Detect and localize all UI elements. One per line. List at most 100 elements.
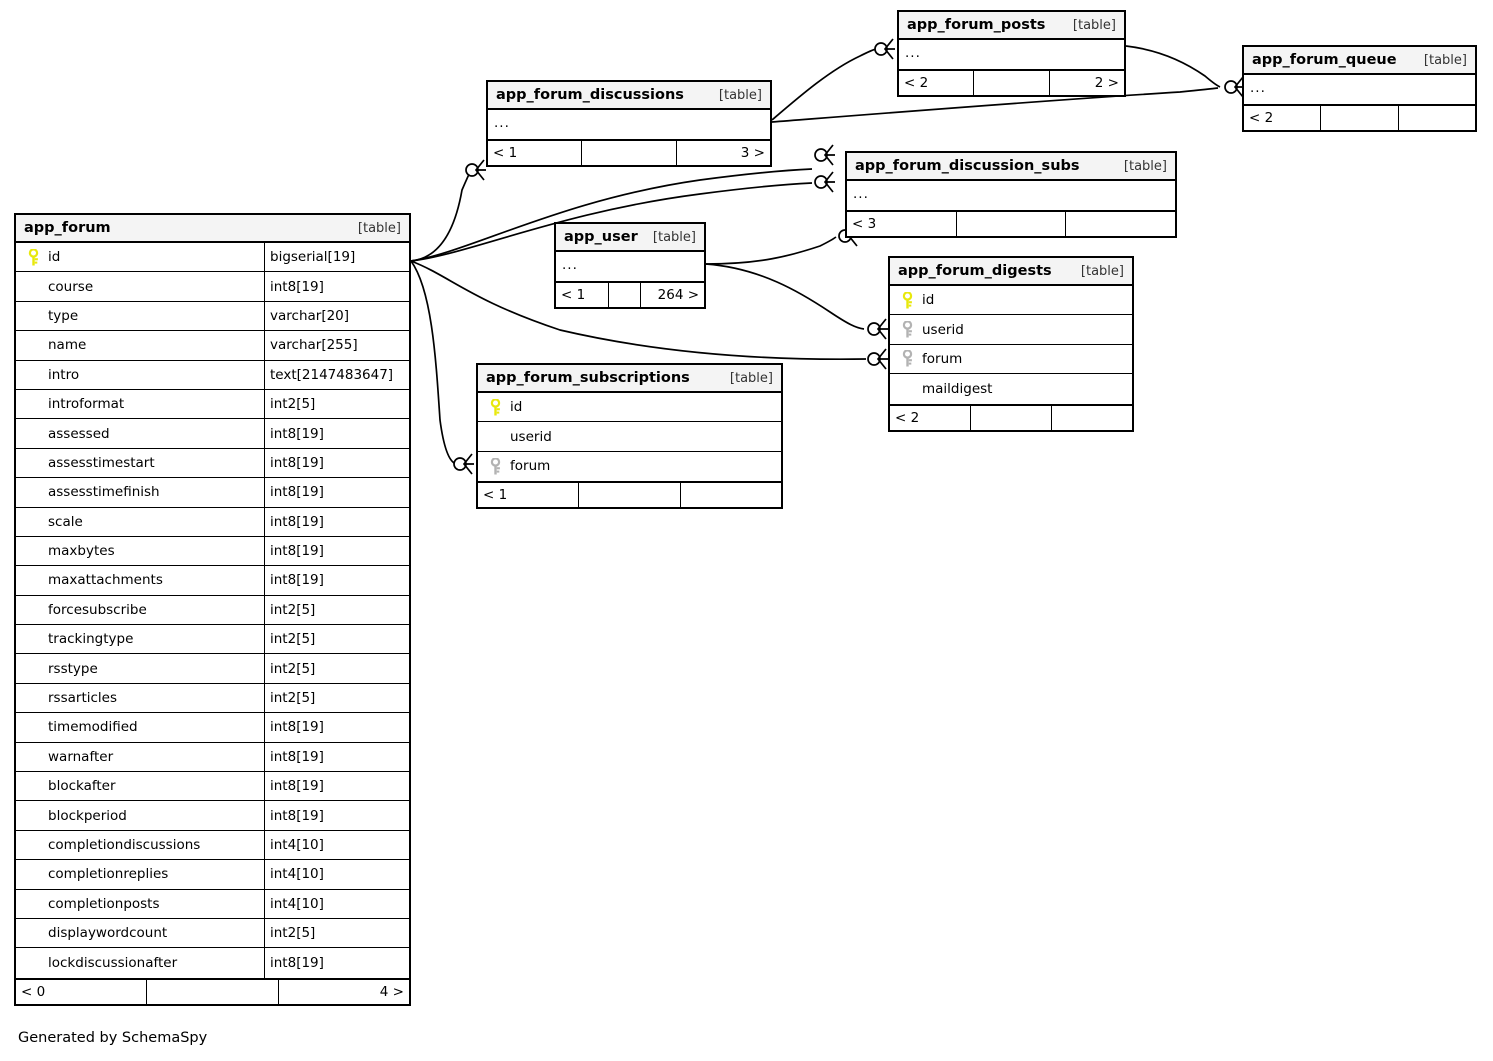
footer-middle bbox=[609, 283, 641, 308]
column-type: bigserial[19] bbox=[264, 243, 409, 272]
footer-middle bbox=[147, 979, 279, 1004]
column-row[interactable]: userid bbox=[478, 422, 781, 452]
column-name-cell: rssarticles bbox=[16, 690, 264, 706]
table-footer: < 1 3 > bbox=[488, 139, 770, 166]
column-row[interactable]: id bigserial[19] bbox=[16, 243, 409, 273]
footer-parent-count: < 1 bbox=[556, 283, 609, 308]
column-list: id userid forum bbox=[478, 393, 781, 481]
table-app-forum-discussions[interactable]: app_forum_discussions [table] ... < 1 3 … bbox=[486, 80, 772, 168]
table-app-forum-subscriptions[interactable]: app_forum_subscriptions [table] id userid… bbox=[476, 363, 783, 510]
collapsed-columns-label: ... bbox=[853, 185, 869, 202]
table-title: app_forum_digests bbox=[898, 263, 1052, 279]
table-footer: < 2 2 > bbox=[899, 69, 1124, 96]
column-name-cell: maxattachments bbox=[16, 572, 264, 588]
column-row[interactable]: forum bbox=[890, 345, 1132, 375]
table-title: app_forum_queue bbox=[1252, 52, 1397, 68]
table-footer: < 0 4 > bbox=[16, 977, 409, 1004]
column-name-cell: maxbytes bbox=[16, 543, 264, 559]
collapsed-columns-label: ... bbox=[562, 256, 578, 273]
collapsed-columns-label: ... bbox=[494, 114, 510, 131]
table-footer: < 1 264 > bbox=[556, 281, 704, 308]
table-type-tag: [table] bbox=[1423, 52, 1467, 68]
table-type-tag: [table] bbox=[1123, 158, 1167, 174]
column-name: blockperiod bbox=[48, 807, 127, 824]
column-name-cell: assesstimefinish bbox=[16, 484, 264, 500]
column-name-cell: name bbox=[16, 337, 264, 353]
column-name: maxbytes bbox=[48, 543, 115, 560]
column-row[interactable]: timemodified int8[19] bbox=[16, 713, 409, 743]
column-type: int8[19] bbox=[264, 448, 409, 478]
foreign-key-icon bbox=[896, 350, 918, 367]
collapsed-columns-label: ... bbox=[905, 44, 921, 61]
column-name-cell: assessed bbox=[16, 426, 264, 442]
table-header: app_forum_discussions [table] bbox=[488, 82, 770, 110]
footer-child-count bbox=[1052, 406, 1132, 430]
table-header: app_forum_subscriptions [table] bbox=[478, 365, 781, 393]
column-row[interactable]: blockafter int8[19] bbox=[16, 772, 409, 802]
column-name: id bbox=[922, 292, 935, 309]
column-name-cell: course bbox=[16, 279, 264, 295]
footer-parent-count: < 1 bbox=[488, 141, 583, 166]
column-type: int2[5] bbox=[264, 683, 409, 713]
column-name: id bbox=[48, 249, 61, 266]
table-app-forum-queue[interactable]: app_forum_queue [table] ... < 2 bbox=[1242, 45, 1477, 133]
column-name-cell: completiondiscussions bbox=[16, 837, 264, 853]
table-app-forum-posts[interactable]: app_forum_posts [table] ... < 2 2 > bbox=[897, 10, 1126, 98]
column-name: timemodified bbox=[48, 719, 138, 736]
column-row[interactable]: userid bbox=[890, 315, 1132, 345]
table-app-user[interactable]: app_user [table] ... < 1 264 > bbox=[554, 222, 706, 310]
column-name: userid bbox=[510, 428, 552, 445]
table-type-tag: [table] bbox=[1080, 263, 1124, 279]
table-header: app_forum_queue [table] bbox=[1244, 47, 1475, 75]
column-type: int8[19] bbox=[264, 713, 409, 742]
table-title: app_user bbox=[564, 229, 638, 245]
column-row[interactable]: forum bbox=[478, 452, 781, 481]
column-name: lockdiscussionafter bbox=[48, 955, 178, 972]
column-row[interactable]: id bbox=[478, 393, 781, 423]
column-name-cell: rsstype bbox=[16, 661, 264, 677]
column-type: int2[5] bbox=[264, 389, 409, 419]
table-title: app_forum_discussions bbox=[496, 87, 684, 103]
column-list: ... bbox=[847, 181, 1175, 210]
table-header: app_forum_discussion_subs [table] bbox=[847, 153, 1175, 181]
column-type: int8[19] bbox=[264, 772, 409, 801]
column-row[interactable]: trackingtype int2[5] bbox=[16, 625, 409, 655]
column-name: id bbox=[510, 399, 523, 416]
table-app-forum-discussion-subs[interactable]: app_forum_discussion_subs [table] ... < … bbox=[845, 151, 1177, 239]
collapsed-columns-row: ... bbox=[899, 40, 1124, 69]
column-type: int2[5] bbox=[264, 625, 409, 654]
collapsed-columns-row: ... bbox=[556, 252, 704, 281]
table-type-tag: [table] bbox=[357, 220, 401, 236]
column-row[interactable]: id bbox=[890, 286, 1132, 316]
column-type: int8[19] bbox=[264, 801, 409, 830]
column-row[interactable]: maildigest bbox=[890, 374, 1132, 403]
column-row[interactable]: blockperiod int8[19] bbox=[16, 801, 409, 831]
column-name: blockafter bbox=[48, 778, 116, 795]
column-list: ... bbox=[899, 40, 1124, 69]
column-name: trackingtype bbox=[48, 631, 134, 648]
